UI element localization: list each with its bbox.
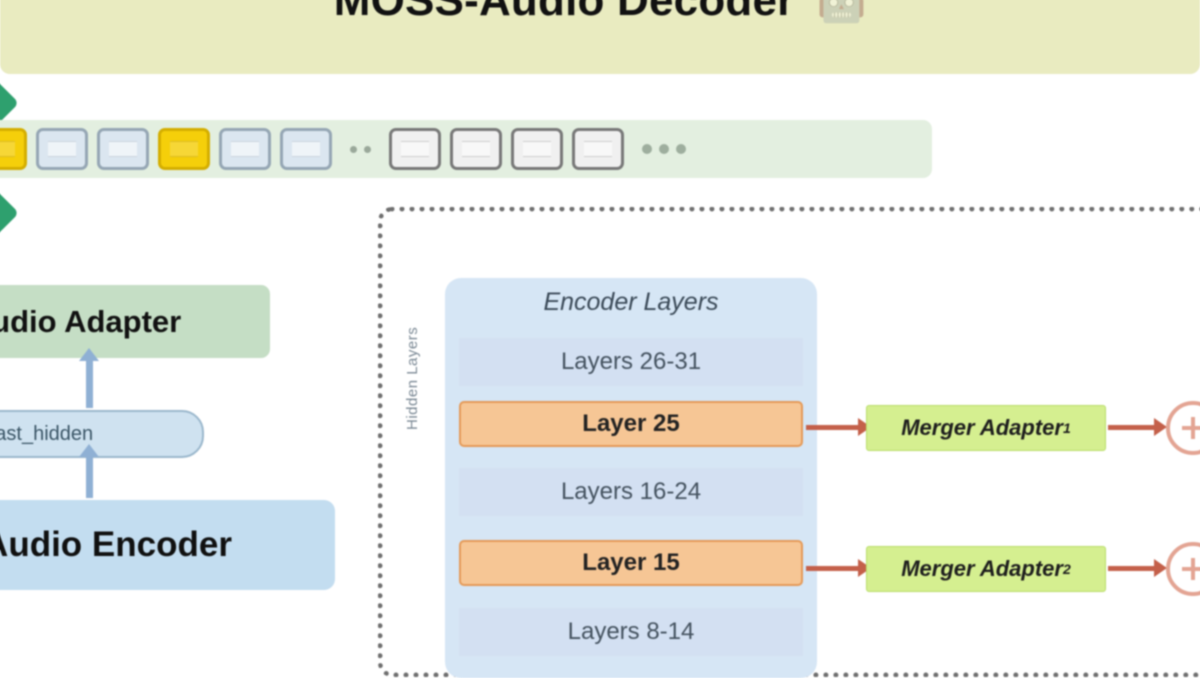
layer-row[interactable]: Layer 25 xyxy=(459,401,803,447)
merger-adapter-label: Merger Adapter xyxy=(901,415,1063,440)
last-hidden-label: last_hidden xyxy=(0,422,94,445)
token-blue[interactable] xyxy=(97,128,149,170)
title-banner: MOSS-Audio Decoder 🤖 xyxy=(0,0,1200,74)
token-yellow[interactable] xyxy=(0,128,27,170)
layer-group-row[interactable]: Layers 26-31 xyxy=(459,338,803,386)
token-ellipsis-small xyxy=(341,145,380,153)
dot-icon xyxy=(350,145,357,153)
merger-adapter-subscript: 1 xyxy=(1062,420,1071,436)
flow-arrow-up xyxy=(79,348,99,408)
merger-adapter-label: Merger Adapter xyxy=(901,556,1063,581)
token-blue[interactable] xyxy=(36,128,88,170)
dot-icon xyxy=(364,145,371,153)
merger-output-arrow xyxy=(1108,559,1167,577)
token-blue[interactable] xyxy=(219,128,271,170)
layer-group-row[interactable]: Layers 16-24 xyxy=(459,468,803,516)
merger-input-arrow xyxy=(806,418,871,436)
page-title: MOSS-Audio Decoder xyxy=(333,0,795,25)
flow-arrow-up xyxy=(79,444,99,498)
token-gray[interactable] xyxy=(572,128,624,170)
token-strip xyxy=(0,120,932,178)
layer-row[interactable]: Layer 15 xyxy=(459,540,803,586)
merger-output-arrow xyxy=(1108,418,1167,436)
title-row: MOSS-Audio Decoder 🤖 xyxy=(0,0,1200,38)
dot-icon xyxy=(659,144,669,154)
robot-icon: 🤖 xyxy=(816,0,867,24)
audio-adapter-label: Audio Adapter xyxy=(0,303,182,339)
encoder-layers-title: Encoder Layers xyxy=(543,288,719,316)
token-gray[interactable] xyxy=(511,128,563,170)
audio-encoder-label: Audio Encoder xyxy=(0,525,232,564)
sum-node-icon xyxy=(1166,401,1200,455)
token-gray[interactable] xyxy=(389,128,441,170)
token-ellipsis-large xyxy=(633,144,695,154)
audio-encoder-box[interactable]: Audio Encoder xyxy=(0,500,335,590)
dot-icon xyxy=(676,144,686,154)
encoder-layers-panel: Encoder Layers Layers 26-31 Layer 25 Lay… xyxy=(445,278,817,678)
merger-input-arrow xyxy=(806,559,871,577)
token-blue[interactable] xyxy=(280,128,332,170)
audio-adapter-box[interactable]: Audio Adapter xyxy=(0,285,270,358)
green-diamond-marker xyxy=(0,188,20,238)
dot-icon xyxy=(642,144,652,154)
token-gray[interactable] xyxy=(450,128,502,170)
token-yellow[interactable] xyxy=(158,128,210,170)
hidden-layers-side-label: Hidden Layers xyxy=(404,326,421,430)
layer-group-row[interactable]: Layers 8-14 xyxy=(459,608,803,656)
merger-adapter-subscript: 2 xyxy=(1062,561,1071,577)
last-hidden-pill[interactable]: last_hidden xyxy=(0,410,204,458)
